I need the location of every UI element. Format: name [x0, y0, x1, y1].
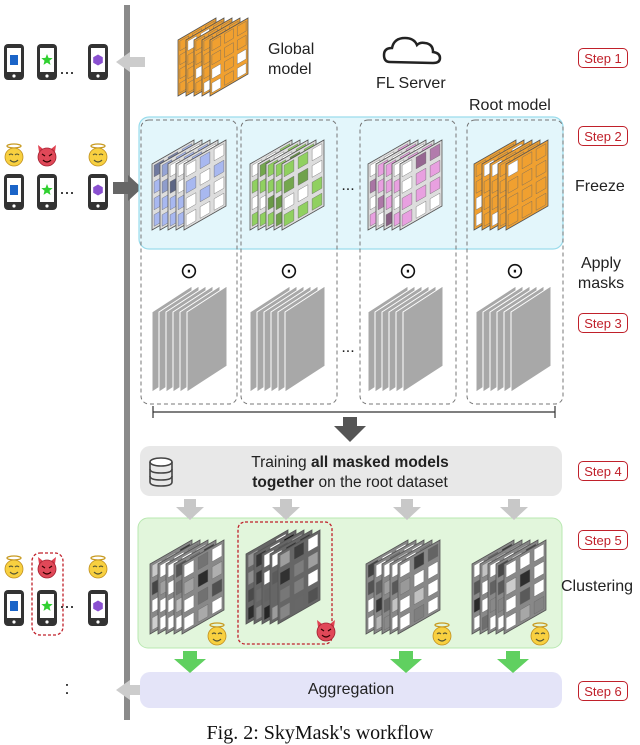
mask-stack-root [475, 285, 552, 393]
malicious-cluster-box [237, 521, 333, 645]
cloud-icon [382, 36, 442, 65]
timeline-bar [124, 5, 130, 720]
client-phone-2 [37, 174, 57, 210]
angel-emoji-icon [530, 622, 550, 646]
masks-ellipsis: ... [341, 339, 354, 356]
malicious-client-box [31, 552, 64, 636]
step-5-badge: Step 5 [578, 530, 628, 550]
angel-emoji-icon [207, 622, 227, 646]
phones-ellipsis-2: ... [59, 178, 74, 198]
figure-caption: Fig. 2: SkyMask's workflow [206, 722, 434, 744]
angel-emoji-icon [4, 555, 24, 579]
root-box [466, 119, 564, 405]
client-model-2 [249, 139, 325, 231]
down-arrow-training [334, 417, 366, 442]
clustering-label: Clustering [561, 578, 634, 595]
clustering-panel [137, 517, 563, 649]
client-phone-1 [4, 590, 24, 626]
aggregation-panel [140, 672, 562, 708]
trained-mask-root [471, 539, 547, 635]
training-panel [140, 446, 562, 496]
green-down-arrows [174, 651, 529, 673]
return-arrow [116, 680, 145, 700]
step-6-badge: Step 6 [578, 681, 628, 701]
client-box-3 [359, 119, 457, 405]
step-4-badge: Step 4 [578, 461, 628, 481]
angel-emoji-icon [4, 143, 24, 167]
elementwise-op-3: ⊙ [399, 259, 417, 284]
models-ellipsis: ... [341, 177, 354, 194]
devil-emoji-icon [316, 620, 336, 642]
aggregation-label: Aggregation [307, 681, 395, 698]
more-clients-dots: : [64, 678, 69, 698]
step-1-badge: Step 1 [578, 48, 628, 68]
download-arrow [116, 52, 145, 72]
client-phone-1 [4, 44, 24, 80]
devil-emoji-icon [37, 145, 57, 167]
client-box-1 [140, 119, 238, 405]
global-model-stack [177, 17, 249, 97]
step-2-badge: Step 2 [578, 126, 628, 146]
freeze-label: Freeze [575, 178, 625, 195]
phones-ellipsis-3: ... [59, 592, 74, 612]
mask-stack-2 [249, 285, 326, 393]
client-model-n [367, 139, 443, 231]
trained-mask-n [365, 539, 441, 635]
phones-ellipsis-1: ... [59, 58, 74, 78]
root-model-label: Root model [469, 97, 551, 114]
angel-emoji-icon [88, 143, 108, 167]
elementwise-op-4: ⊙ [506, 259, 524, 284]
apply-masks-label: Apply masks [577, 255, 625, 292]
global-model-label: Global model [268, 41, 315, 78]
client-phone-2 [37, 44, 57, 80]
client-phone-1 [4, 174, 24, 210]
upload-arrow [113, 175, 142, 201]
devil-emoji-icon [37, 557, 57, 579]
client-phone-n [88, 590, 108, 626]
fl-server-label: FL Server [376, 75, 446, 92]
client-model-1 [151, 139, 227, 231]
client-box-2 [240, 119, 338, 405]
angel-emoji-icon [432, 622, 452, 646]
mask-stack-1 [151, 285, 228, 393]
angel-emoji-icon [88, 555, 108, 579]
trained-mask-malicious [245, 529, 321, 625]
step-3-badge: Step 3 [578, 313, 628, 333]
client-phone-n [88, 174, 108, 210]
elementwise-op-1: ⊙ [180, 259, 198, 284]
client-phone-2 [37, 590, 57, 626]
elementwise-op-2: ⊙ [280, 259, 298, 284]
root-model-stack [473, 139, 549, 231]
mask-stack-n [367, 285, 444, 393]
client-phone-n [88, 44, 108, 80]
database-icon [149, 457, 173, 487]
trained-mask-1 [149, 539, 225, 635]
gray-down-arrows [176, 499, 528, 520]
